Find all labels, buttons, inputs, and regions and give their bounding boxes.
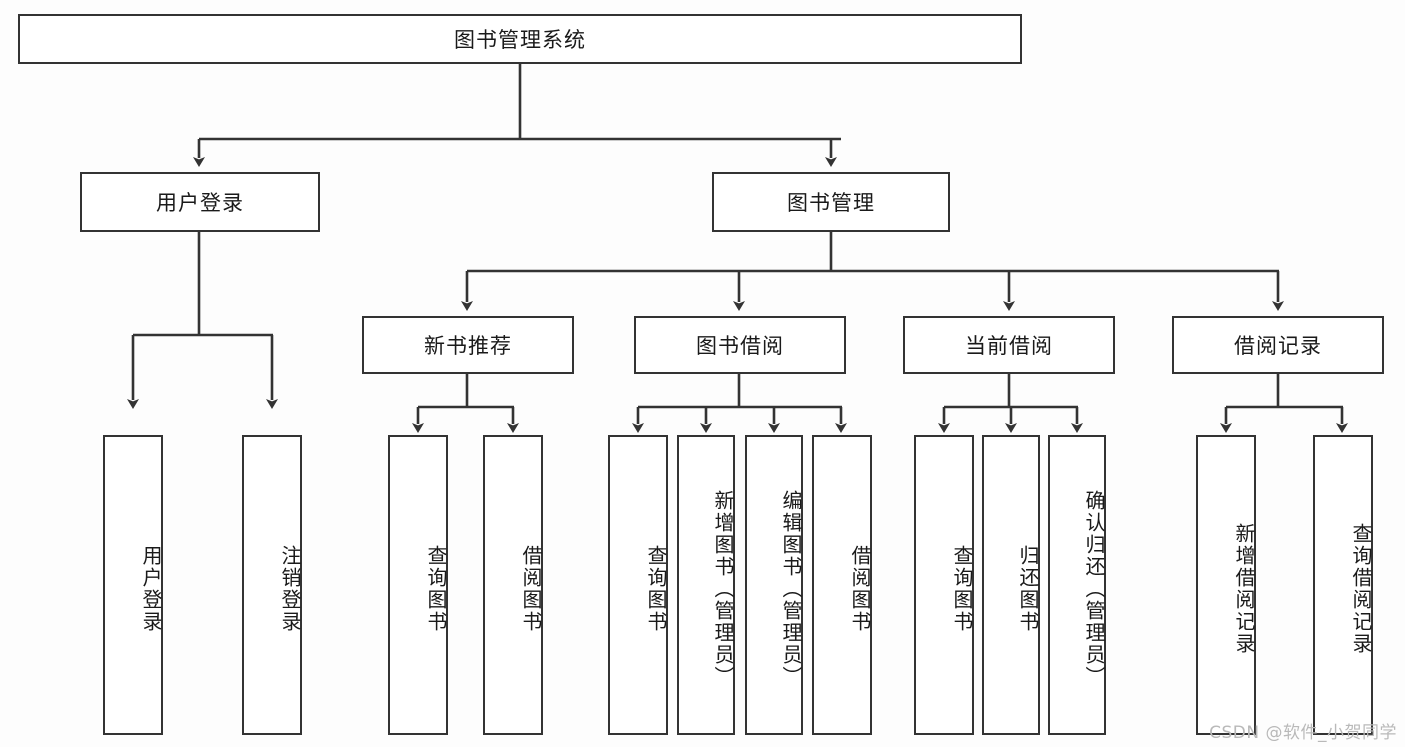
node-book-borrow-label: 图书借阅 xyxy=(696,334,784,358)
leaf-user-logout-label: 注销登录 xyxy=(278,545,302,633)
leaf-query-book-2[interactable]: 查询图书 xyxy=(608,435,668,735)
leaf-query-book-3[interactable]: 查询图书 xyxy=(914,435,974,735)
leaf-borrow-book-2[interactable]: 借阅图书 xyxy=(812,435,872,735)
node-book-manage[interactable]: 图书管理 xyxy=(712,172,950,232)
leaf-user-logout[interactable]: 注销登录 xyxy=(242,435,302,735)
leaf-edit-book-label: 编辑图书（管理员） xyxy=(779,490,803,688)
leaf-confirm-return[interactable]: 确认归还（管理员） xyxy=(1048,435,1106,735)
leaf-add-record-label: 新增借阅记录 xyxy=(1232,523,1256,655)
node-current-borrow[interactable]: 当前借阅 xyxy=(903,316,1115,374)
watermark: CSDN @软件_小贺同学 xyxy=(1209,723,1397,743)
leaf-query-book-1-label: 查询图书 xyxy=(424,545,448,633)
node-new-book-recommend-label: 新书推荐 xyxy=(424,334,512,358)
node-borrow-record-label: 借阅记录 xyxy=(1234,334,1322,358)
leaf-return-book[interactable]: 归还图书 xyxy=(982,435,1040,735)
leaf-query-record[interactable]: 查询借阅记录 xyxy=(1313,435,1373,735)
leaf-query-book-2-label: 查询图书 xyxy=(644,545,668,633)
leaf-borrow-book-1-label: 借阅图书 xyxy=(519,545,543,633)
leaf-query-book-1[interactable]: 查询图书 xyxy=(388,435,448,735)
leaf-add-book-label: 新增图书（管理员） xyxy=(711,490,735,688)
node-borrow-record[interactable]: 借阅记录 xyxy=(1172,316,1384,374)
leaf-edit-book[interactable]: 编辑图书（管理员） xyxy=(745,435,803,735)
node-book-manage-label: 图书管理 xyxy=(787,191,875,215)
leaf-return-book-label: 归还图书 xyxy=(1016,545,1040,633)
node-root-label: 图书管理系统 xyxy=(454,28,586,52)
leaf-query-book-3-label: 查询图书 xyxy=(950,545,974,633)
leaf-user-login-label: 用户登录 xyxy=(139,545,163,633)
leaf-add-record[interactable]: 新增借阅记录 xyxy=(1196,435,1256,735)
node-book-borrow[interactable]: 图书借阅 xyxy=(634,316,846,374)
leaf-user-login[interactable]: 用户登录 xyxy=(103,435,163,735)
leaf-add-book[interactable]: 新增图书（管理员） xyxy=(677,435,735,735)
node-user-login-label: 用户登录 xyxy=(156,191,244,215)
leaf-confirm-return-label: 确认归还（管理员） xyxy=(1082,490,1106,688)
leaf-borrow-book-1[interactable]: 借阅图书 xyxy=(483,435,543,735)
node-root[interactable]: 图书管理系统 xyxy=(18,14,1022,64)
node-new-book-recommend[interactable]: 新书推荐 xyxy=(362,316,574,374)
node-user-login[interactable]: 用户登录 xyxy=(80,172,320,232)
leaf-borrow-book-2-label: 借阅图书 xyxy=(848,545,872,633)
node-current-borrow-label: 当前借阅 xyxy=(965,334,1053,358)
leaf-query-record-label: 查询借阅记录 xyxy=(1349,523,1373,655)
